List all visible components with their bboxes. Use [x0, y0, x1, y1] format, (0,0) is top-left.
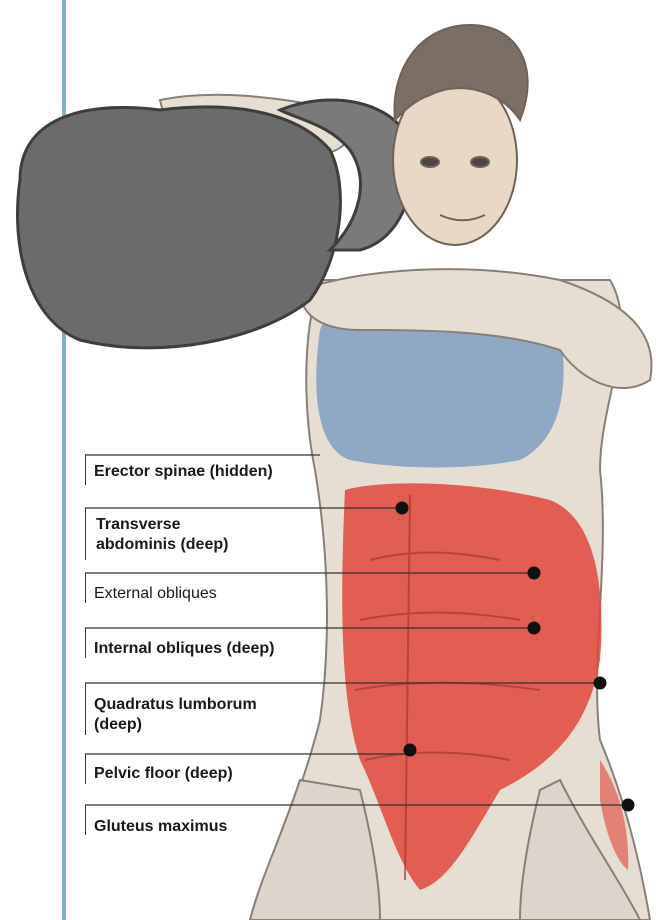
- dot-gluteus-maximus: [622, 799, 635, 812]
- tick-quadratus-lumborum: [85, 683, 86, 735]
- label-internal-obliques: Internal obliques (deep): [94, 639, 274, 659]
- label-quadratus-lumborum-line1: Quadratus lumborum: [94, 695, 257, 715]
- dot-pelvic-floor: [404, 744, 417, 757]
- label-erector-spinae: Erector spinae (hidden): [94, 462, 273, 482]
- label-pelvic-floor: Pelvic floor (deep): [94, 764, 233, 784]
- label-gluteus-maximus: Gluteus maximus: [94, 817, 227, 837]
- tick-pelvic-floor: [85, 754, 86, 784]
- head: [393, 25, 528, 245]
- dot-quadratus-lumborum: [594, 677, 607, 690]
- label-transverse-abdominis-line2: abdominis (deep): [96, 535, 228, 555]
- tick-internal-obliques: [85, 628, 86, 658]
- dot-external-obliques: [528, 567, 541, 580]
- label-external-obliques: External obliques: [94, 584, 217, 604]
- tick-external-obliques: [85, 573, 86, 603]
- tick-erector-spinae: [85, 455, 86, 485]
- dot-transverse-abdominis: [396, 502, 409, 515]
- tick-transverse-abdominis: [85, 508, 86, 560]
- label-quadratus-lumborum-line2: (deep): [94, 715, 142, 735]
- dot-internal-obliques: [528, 622, 541, 635]
- label-transverse-abdominis-line1: Transverse: [96, 515, 181, 535]
- tick-gluteus-maximus: [85, 805, 86, 835]
